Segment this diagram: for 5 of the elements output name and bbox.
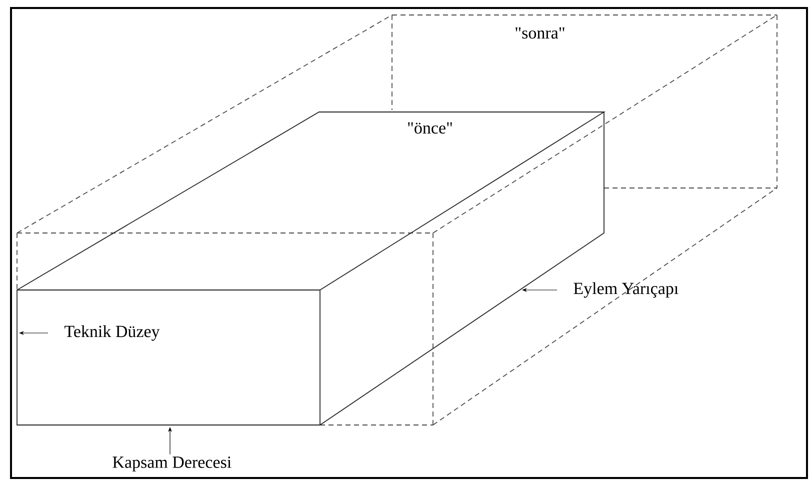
dimension-text: Teknik Düzey: [64, 325, 160, 341]
box-label: "önce": [408, 122, 452, 134]
dimension-text: Eylem Yarıçapı: [574, 282, 678, 298]
box-label: "sonra": [516, 27, 564, 39]
dimension-text: Kapsam Derecesi: [112, 456, 232, 472]
